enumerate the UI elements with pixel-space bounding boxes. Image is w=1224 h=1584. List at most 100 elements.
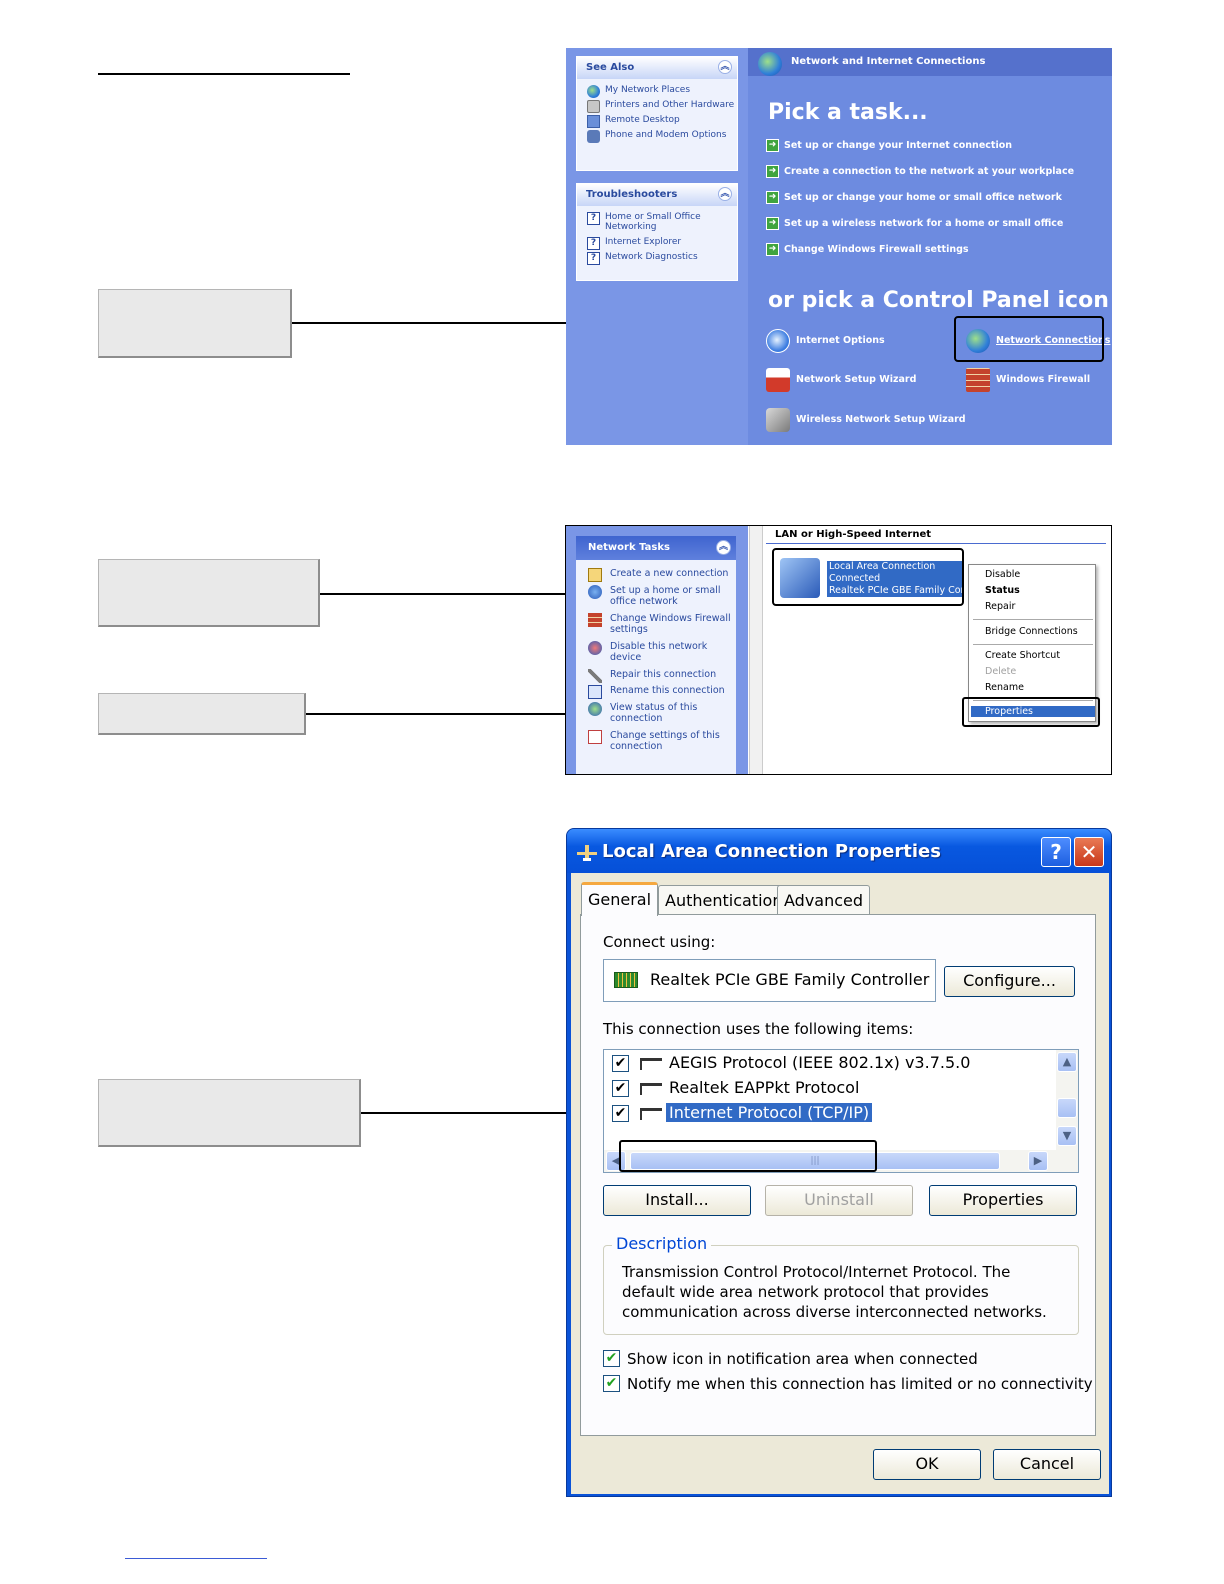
list-item-label: AEGIS Protocol (IEEE 802.1x) v3.7.5.0 (669, 1053, 971, 1072)
vertical-scrollbar[interactable] (749, 526, 763, 774)
see-also-header[interactable]: See Also ︽ (577, 57, 737, 79)
lan-connection-item[interactable]: Local Area Connection Connected Realtek … (827, 561, 962, 597)
callout-box-4 (98, 1079, 361, 1147)
adapter-field: Realtek PCIe GBE Family Controller (603, 959, 936, 1002)
task-repair[interactable]: Repair this connection (576, 668, 736, 683)
troubleshooter-label: Internet Explorer (605, 237, 682, 247)
ok-button[interactable]: OK (873, 1449, 981, 1480)
see-also-item-network-places[interactable]: My Network Places (577, 85, 737, 98)
scroll-thumb[interactable] (1057, 1098, 1077, 1118)
task-internet-connection[interactable]: ➜Set up or change your Internet connecti… (766, 139, 1012, 152)
menu-item-status[interactable]: Status (985, 585, 1020, 596)
cp-network-connections[interactable]: Network Connections (966, 329, 1110, 353)
task-disable-device[interactable]: Disable this network device (576, 640, 736, 664)
connect-using-label: Connect using: (603, 933, 716, 951)
menu-separator (973, 644, 1093, 645)
description-group: Description Transmission Control Protoco… (603, 1234, 1079, 1335)
see-also-item-phone-modem[interactable]: Phone and Modem Options (577, 130, 737, 143)
checkbox[interactable]: ✔ (612, 1055, 629, 1072)
configure-button[interactable]: Configure... (944, 966, 1075, 997)
task-view-status[interactable]: View status of this connection (576, 701, 736, 725)
task-home-network[interactable]: Set up a home or small office network (576, 584, 736, 608)
list-item-aegis[interactable]: ✔ AEGIS Protocol (IEEE 802.1x) v3.7.5.0 (612, 1052, 1052, 1076)
task-create-connection[interactable]: Create a new connection (576, 568, 736, 582)
see-also-item-printers[interactable]: Printers and Other Hardware (577, 100, 737, 113)
dialog-body: General Authentication Advanced Connect … (571, 873, 1109, 1494)
task-firewall-settings[interactable]: ➜Change Windows Firewall settings (766, 243, 969, 256)
task-label: Set up a wireless network for a home or … (784, 218, 1064, 229)
cp-wireless-setup-wizard[interactable]: Wireless Network Setup Wizard (766, 408, 966, 432)
menu-item-repair[interactable]: Repair (985, 601, 1016, 612)
troubleshooter-internet-explorer[interactable]: ? Internet Explorer (577, 237, 737, 250)
scroll-right-icon[interactable]: ▶ (1028, 1151, 1048, 1171)
cp-network-setup-wizard[interactable]: Network Setup Wizard (766, 368, 916, 392)
collapse-chevron-icon[interactable]: ︽ (716, 540, 731, 555)
troubleshooters-header[interactable]: Troubleshooters ︽ (577, 184, 737, 206)
list-item-realtek-eappkt[interactable]: ✔ Realtek EAPPkt Protocol (612, 1077, 1052, 1101)
tab-general[interactable]: General (581, 882, 659, 916)
checkbox[interactable]: ✔ (612, 1105, 629, 1122)
scroll-left-icon[interactable]: ◀ (606, 1151, 626, 1171)
properties-button[interactable]: Properties (929, 1185, 1077, 1216)
menu-item-create-shortcut[interactable]: Create Shortcut (985, 650, 1061, 661)
cp-label: Wireless Network Setup Wizard (796, 414, 966, 425)
checkbox[interactable]: ✔ (603, 1350, 620, 1367)
list-vertical-scrollbar[interactable]: ▲ ▼ (1056, 1050, 1078, 1150)
see-also-item-remote-desktop[interactable]: Remote Desktop (577, 115, 737, 128)
cp-internet-options[interactable]: Internet Options (766, 329, 885, 353)
show-icon-checkbox[interactable]: ✔ Show icon in notification area when co… (603, 1349, 978, 1371)
list-horizontal-scrollbar[interactable]: ◀ ||| ▶ (604, 1150, 1078, 1172)
menu-item-disable[interactable]: Disable (985, 569, 1021, 580)
list-item-tcpip[interactable]: ✔ Internet Protocol (TCP/IP) (612, 1102, 1052, 1126)
task-wireless-network[interactable]: ➜ Set up a wireless network for a home or… (766, 217, 1064, 230)
tab-advanced[interactable]: Advanced (777, 885, 871, 915)
tab-authentication[interactable]: Authentication (658, 885, 790, 915)
menu-item-properties[interactable]: Properties (971, 706, 1095, 717)
task-change-settings[interactable]: Change settings of this connection (576, 729, 736, 753)
task-label: Disable this network device (610, 640, 708, 664)
scroll-down-icon[interactable]: ▼ (1057, 1126, 1077, 1146)
scroll-up-icon[interactable]: ▲ (1057, 1052, 1077, 1072)
lan-connection-icon[interactable] (780, 558, 820, 598)
components-list[interactable]: ✔ AEGIS Protocol (IEEE 802.1x) v3.7.5.0 … (603, 1049, 1079, 1173)
task-rename[interactable]: Rename this connection (576, 685, 736, 699)
task-label: Set up or change your Internet connectio… (784, 140, 1012, 151)
network-tasks-title: Network Tasks (588, 542, 670, 553)
notify-checkbox[interactable]: ✔ Notify me when this connection has lim… (603, 1374, 1093, 1396)
task-label: Change settings of this connection (610, 729, 720, 753)
help-button[interactable]: ? (1041, 837, 1071, 867)
troubleshooter-network-diagnostics[interactable]: ? Network Diagnostics (577, 252, 737, 265)
close-button[interactable]: ✕ (1074, 837, 1104, 867)
cancel-button[interactable]: Cancel (993, 1449, 1101, 1480)
task-firewall[interactable]: Change Windows Firewall settings (576, 612, 736, 636)
network-internet-connections-screenshot: See Also ︽ My Network Places Printers an… (566, 48, 1112, 445)
checkbox[interactable]: ✔ (603, 1375, 620, 1392)
network-tasks-panel: Network Tasks ︽ Create a new connection … (576, 536, 736, 774)
menu-item-bridge[interactable]: Bridge Connections (985, 626, 1078, 637)
dialog-title: Local Area Connection Properties (602, 841, 941, 862)
connection-status: Connected (829, 573, 881, 584)
menu-item-rename[interactable]: Rename (985, 682, 1024, 693)
context-menu: Disable Status Repair Bridge Connections… (968, 564, 1096, 722)
install-button[interactable]: Install... (603, 1185, 751, 1216)
footer-link-underline (125, 1558, 267, 1559)
task-home-network[interactable]: ➜Set up or change your home or small off… (766, 191, 1062, 204)
horizontal-scroll-thumb[interactable]: ||| (630, 1152, 1000, 1170)
task-workplace-connection[interactable]: ➜Create a connection to the network at y… (766, 165, 1074, 178)
status-icon (588, 701, 602, 716)
checkbox[interactable]: ✔ (612, 1080, 629, 1097)
cp-label: Network Setup Wizard (796, 374, 917, 385)
firewall-icon (966, 368, 990, 392)
network-connection-icon (577, 845, 597, 861)
pick-task-title: Pick a task... (768, 100, 928, 125)
dialog-titlebar[interactable]: Local Area Connection Properties ? ✕ (567, 829, 1111, 873)
help-icon: ? (587, 212, 600, 225)
task-arrow-icon: ➜ (766, 217, 779, 230)
task-label: Change Windows Firewall settings (610, 612, 731, 636)
troubleshooter-home-network[interactable]: ? Home or Small Office Networking (577, 212, 737, 232)
collapse-chevron-icon[interactable]: ︽ (718, 60, 732, 74)
cp-windows-firewall[interactable]: Windows Firewall (966, 368, 1090, 392)
collapse-chevron-icon[interactable]: ︽ (718, 187, 732, 201)
network-tasks-header[interactable]: Network Tasks ︽ (576, 536, 736, 560)
troubleshooters-panel: Troubleshooters ︽ ? Home or Small Office… (576, 183, 738, 281)
